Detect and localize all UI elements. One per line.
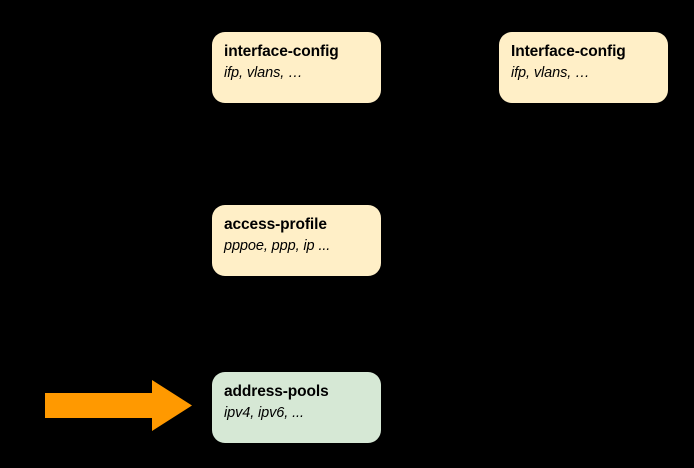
- node-subtitle: ipv4, ipv6, ...: [224, 405, 304, 421]
- right-arrow-icon: [45, 380, 192, 431]
- node-title: Interface-config: [511, 43, 626, 60]
- node-title: access-profile: [224, 216, 327, 233]
- node-address-pools[interactable]: address-pools ipv4, ipv6, ...: [212, 372, 381, 443]
- node-access-profile[interactable]: access-profile pppoe, ppp, ip ...: [212, 205, 381, 276]
- right-arrow-shape: [45, 380, 192, 431]
- node-interface-config-right[interactable]: Interface-config ifp, vlans, …: [499, 32, 668, 103]
- arrow-polygon: [45, 380, 192, 431]
- node-interface-config-left[interactable]: interface-config ifp, vlans, …: [212, 32, 381, 103]
- node-title: interface-config: [224, 43, 339, 60]
- node-subtitle: ifp, vlans, …: [511, 65, 590, 81]
- node-subtitle: ifp, vlans, …: [224, 65, 303, 81]
- node-subtitle: pppoe, ppp, ip ...: [224, 238, 331, 254]
- node-title: address-pools: [224, 383, 329, 400]
